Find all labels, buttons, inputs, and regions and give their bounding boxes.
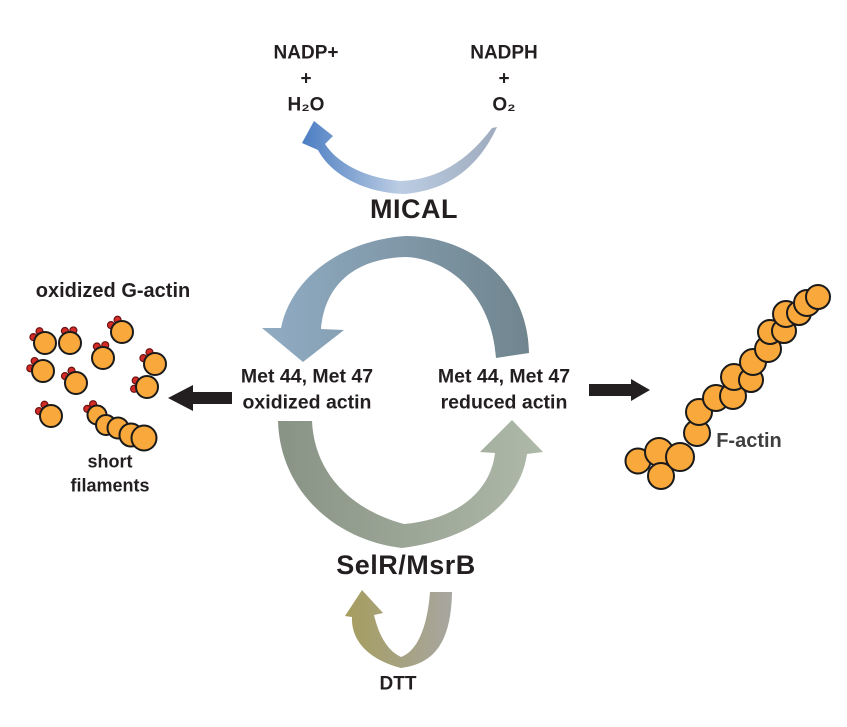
oxidized-actin-state-label: Met 44, Met 47 oxidized actin — [240, 365, 374, 413]
f-actin-filament — [624, 284, 831, 490]
g-actin-monomer — [135, 375, 159, 399]
g-actin-monomer — [130, 424, 158, 452]
dtt-label: DTT — [379, 673, 417, 695]
f-actin-monomer — [805, 284, 831, 310]
g-actin-monomer — [39, 404, 63, 428]
g-actin-monomer — [64, 371, 88, 395]
short-filaments-label: short filaments — [70, 451, 150, 495]
nadp-products-label: NADP+ + H₂O — [273, 42, 339, 117]
mical-oxidation-arch-arrow — [262, 236, 529, 362]
f-actin-monomer — [665, 442, 695, 472]
g-actin-monomer — [33, 331, 57, 355]
g-actin-monomer — [143, 352, 167, 376]
g-actin-monomer — [58, 331, 82, 355]
oxidized-g-actin-monomers — [26, 315, 167, 452]
cofactor-swoosh-arrow — [302, 121, 497, 194]
to-f-actin-arrow — [589, 379, 650, 401]
selr-reduction-arch-arrow — [278, 420, 543, 548]
g-actin-monomer — [31, 359, 55, 383]
f-actin-monomer — [647, 462, 675, 490]
reduced-actin-state-label: Met 44, Met 47 reduced actin — [437, 365, 571, 413]
nadph-substrates-label: NADPH + O₂ — [470, 42, 538, 117]
to-short-filaments-arrow — [168, 385, 232, 411]
oxidized-g-actin-title: oxidized G-actin — [35, 279, 191, 302]
mical-enzyme-label: MICAL — [370, 194, 458, 225]
g-actin-monomer — [110, 320, 134, 344]
dtt-u-arrow — [345, 590, 452, 668]
g-actin-monomer — [91, 346, 115, 370]
f-actin-label: F-actin — [716, 429, 782, 452]
selr-msrb-enzyme-label: SelR/MsrB — [336, 550, 476, 581]
